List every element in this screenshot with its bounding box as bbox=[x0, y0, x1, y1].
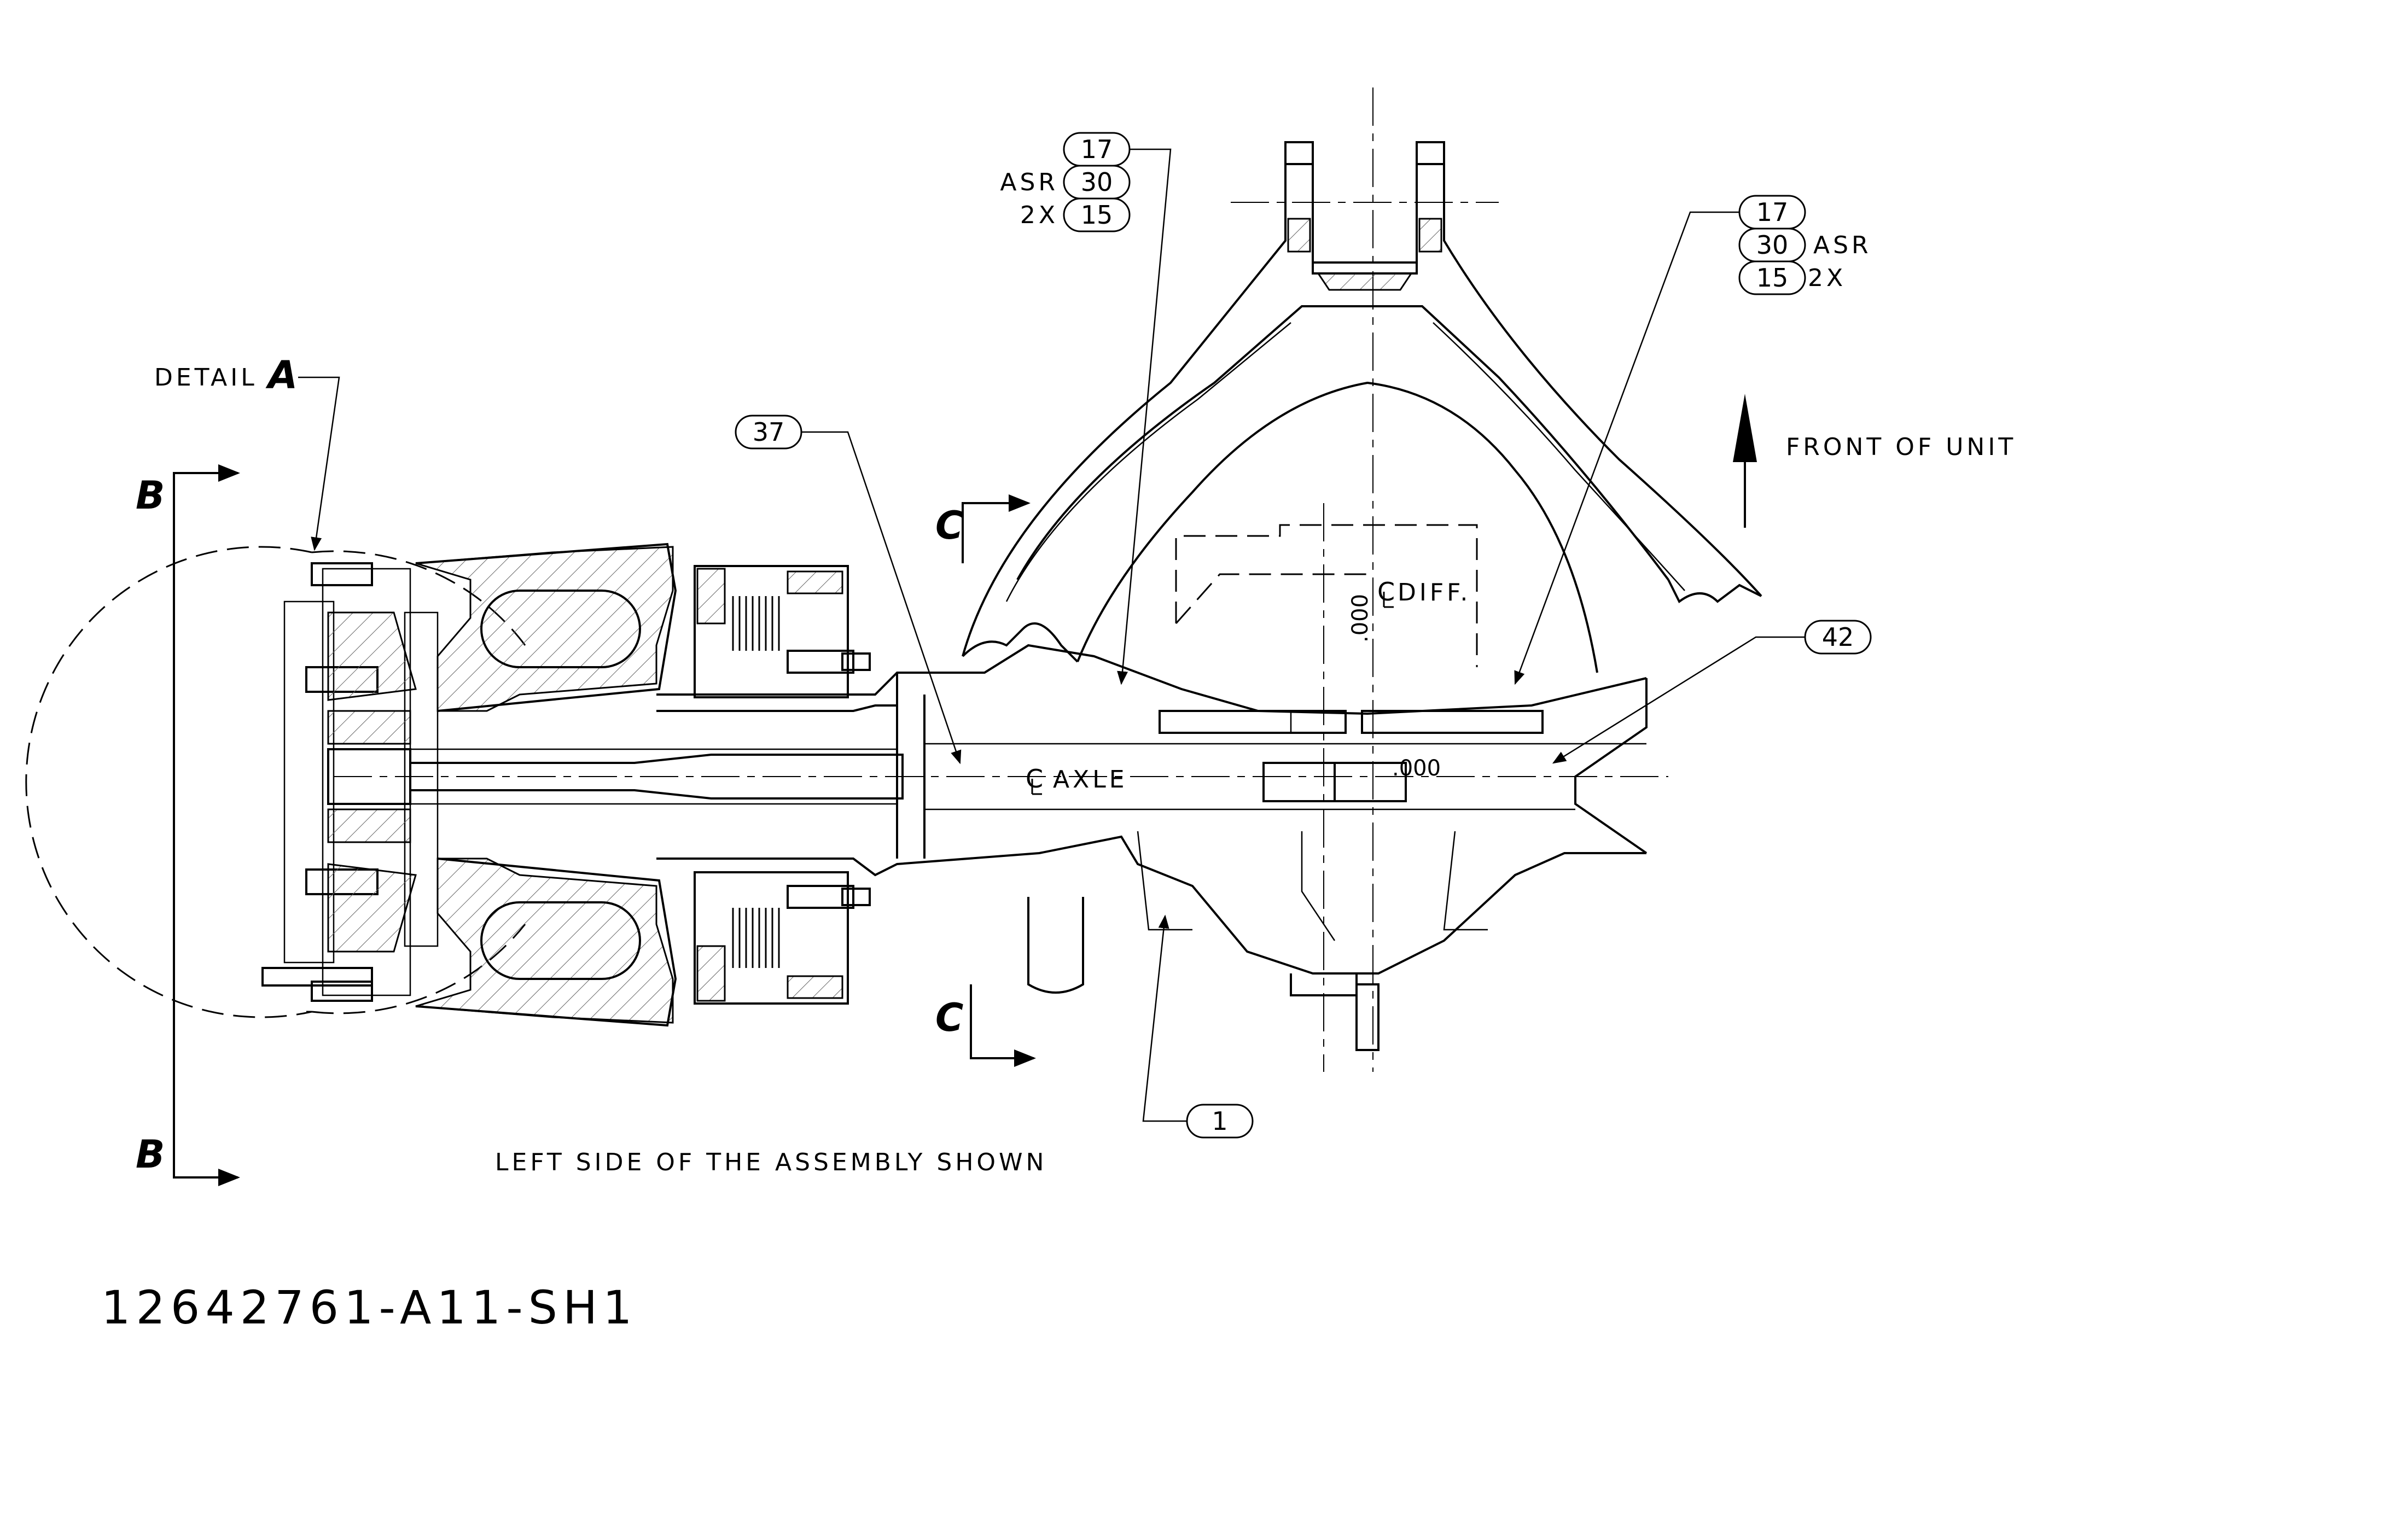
callout-17-left: 17 bbox=[1081, 135, 1113, 164]
assembly-caption: LEFT SIDE OF THE ASSEMBLY SHOWN bbox=[495, 1148, 1047, 1176]
drawing-number: 12642761-A11-SH1 bbox=[101, 1281, 638, 1334]
planetary-housing bbox=[415, 542, 677, 1027]
brake-pack bbox=[694, 565, 871, 1005]
callout-42: 42 bbox=[1552, 620, 1872, 764]
callout-15-left: 15 bbox=[1081, 200, 1113, 230]
qty-label-right: 2X bbox=[1808, 264, 1846, 292]
vertical-dimension: .000 bbox=[1348, 594, 1373, 643]
svg-text:42: 42 bbox=[1822, 622, 1854, 652]
detail-letter: A bbox=[265, 353, 298, 398]
axle-housing bbox=[410, 644, 1648, 1051]
callout-30-left: 30 bbox=[1081, 167, 1113, 197]
section-b-top-label: B bbox=[136, 473, 165, 518]
section-b-bottom-label: B bbox=[136, 1132, 165, 1177]
horizontal-dimension: .000 bbox=[1392, 756, 1441, 781]
svg-text:AXLE: AXLE bbox=[1053, 766, 1128, 794]
detail-label: DETAIL bbox=[154, 364, 258, 392]
front-of-unit-label: FRONT OF UNIT bbox=[1786, 433, 2016, 461]
callout-37: 37 bbox=[735, 415, 962, 765]
svg-text:C: C bbox=[1377, 577, 1395, 606]
svg-text:C: C bbox=[1026, 764, 1043, 794]
svg-text:1: 1 bbox=[1212, 1106, 1227, 1136]
callout-group-left: 17 30 15 ASR 2X bbox=[1000, 132, 1172, 685]
section-c-marks bbox=[962, 494, 1036, 1067]
callout-17-right: 17 bbox=[1756, 197, 1789, 227]
section-c-bottom-label: C bbox=[935, 995, 963, 1040]
section-c-top-label: C bbox=[935, 503, 963, 548]
axle-centerline-label: C AXLE bbox=[1026, 764, 1128, 795]
front-arrow bbox=[1733, 394, 1757, 528]
svg-text:DIFF.: DIFF. bbox=[1398, 579, 1471, 606]
callout-1: 1 bbox=[1142, 914, 1254, 1139]
svg-text:37: 37 bbox=[753, 417, 785, 447]
detail-a-circle bbox=[25, 546, 312, 1018]
differential-carrier bbox=[1175, 524, 1478, 667]
diff-centerline-label: C DIFF. bbox=[1377, 577, 1471, 608]
callout-group-right: 17 30 15 ASR 2X bbox=[1514, 195, 1872, 685]
callout-15-right: 15 bbox=[1756, 263, 1789, 293]
a-frame-yoke bbox=[962, 141, 1762, 673]
callout-30-right: 30 bbox=[1756, 230, 1789, 260]
asr-label-left: ASR bbox=[1000, 168, 1058, 196]
qty-label-left: 2X bbox=[1020, 201, 1058, 229]
detail-a-leader bbox=[298, 376, 340, 551]
asr-label-right: ASR bbox=[1813, 231, 1872, 259]
wheel-hub bbox=[261, 562, 439, 1002]
section-b-line bbox=[173, 464, 240, 1186]
